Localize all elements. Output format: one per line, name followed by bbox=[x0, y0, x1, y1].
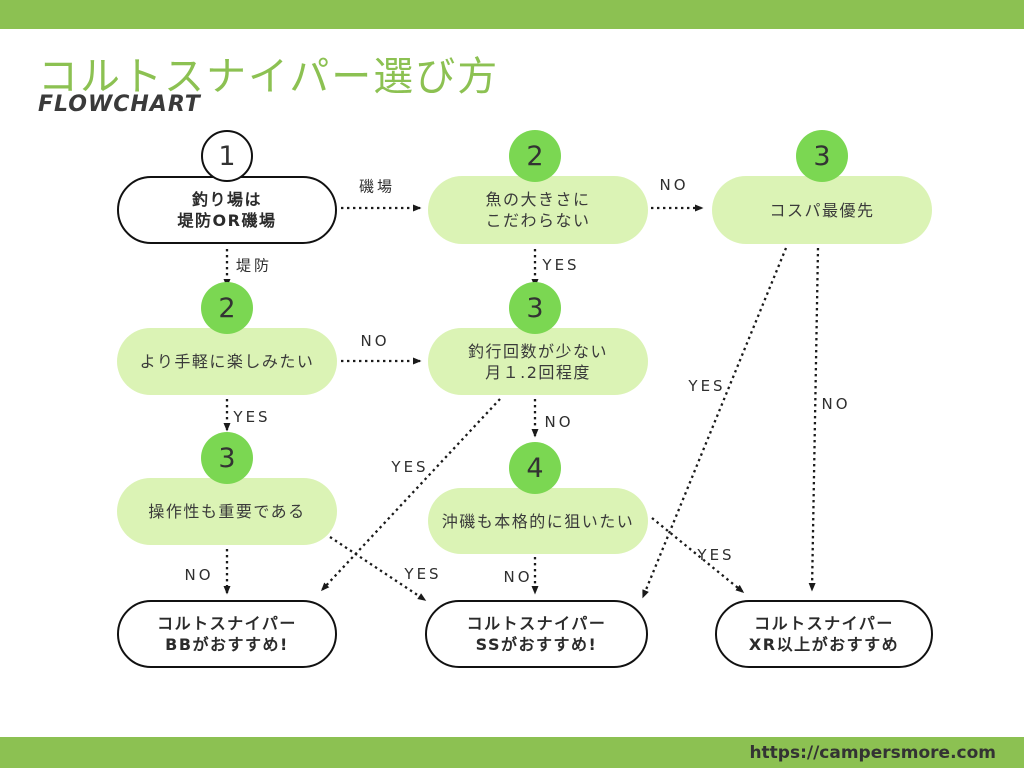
edge-label-no-2: NO bbox=[360, 332, 390, 350]
node-text-line: 沖磯も本格的に狙いたい bbox=[441, 511, 635, 531]
edge-label-yes-2: YES bbox=[233, 408, 271, 426]
edge-label-yes-3: YES bbox=[391, 458, 429, 476]
node-text-line: SSがおすすめ! bbox=[475, 635, 598, 654]
node-text-line: 操作性も重要である bbox=[148, 502, 306, 521]
node-text-line: 釣り場は bbox=[191, 190, 262, 209]
node-text-line: 釣行回数が少ない bbox=[467, 341, 608, 361]
edge-q6-r2 bbox=[329, 536, 427, 601]
edge-q3-r2 bbox=[641, 247, 788, 599]
edge-label-yes-6: YES bbox=[688, 377, 726, 395]
edge-q7-r3 bbox=[651, 517, 745, 593]
page-subtitle: FLOWCHART bbox=[38, 92, 201, 117]
step-badge-5: 3 bbox=[509, 282, 561, 334]
edge-label-teibou: 堤防 bbox=[235, 256, 273, 275]
node-text-line: XR以上がおすすめ bbox=[748, 635, 900, 654]
node-operability: 操作性も重要である bbox=[117, 478, 337, 545]
step-badge-7: 4 bbox=[509, 442, 561, 494]
edge-label-yes-5: YES bbox=[697, 546, 735, 564]
top-accent-bar bbox=[0, 0, 1024, 29]
page-title: コルトスナイパー選び方 bbox=[38, 54, 500, 100]
node-text-line: コルトスナイパー bbox=[466, 614, 607, 633]
edge-q3-r3 bbox=[808, 247, 820, 592]
edge-label-no-5: NO bbox=[503, 568, 533, 586]
node-text-line: より手軽に楽しみたい bbox=[139, 352, 315, 371]
node-text-line: 堤防OR磯場 bbox=[177, 211, 277, 230]
node-text-line: コルトスナイパー bbox=[157, 614, 297, 633]
node-text-line: こだわらない bbox=[485, 211, 591, 230]
node-text-line: コスパ最優先 bbox=[769, 200, 875, 220]
step-badge-3: 3 bbox=[796, 130, 848, 182]
edge-label-yes-4: YES bbox=[404, 565, 442, 583]
node-text-line: 月１.2回程度 bbox=[485, 362, 591, 382]
edge-label-no-4: NO bbox=[184, 566, 214, 584]
bottom-accent-bar: https://campersmore.com bbox=[0, 737, 1024, 768]
node-fish-size: 魚の大きさに こだわらない bbox=[428, 176, 648, 244]
node-fishing-spot: 釣り場は 堤防OR磯場 bbox=[117, 176, 337, 244]
step-badge-1: 1 bbox=[201, 130, 253, 182]
node-text-line: BBがおすすめ! bbox=[165, 635, 289, 654]
edge-label-no-6: NO bbox=[821, 395, 851, 413]
footer-url: https://campersmore.com bbox=[749, 742, 996, 763]
edge-label-yes-1: YES bbox=[542, 256, 580, 274]
step-badge-2: 2 bbox=[509, 130, 561, 182]
edge-label-isoba: 磯場 bbox=[358, 177, 396, 196]
node-result-ss: コルトスナイパー SSがおすすめ! bbox=[425, 600, 648, 668]
edge-label-no-3: NO bbox=[544, 413, 574, 431]
node-result-bb: コルトスナイパー BBがおすすめ! bbox=[117, 600, 337, 668]
node-result-xr: コルトスナイパー XR以上がおすすめ bbox=[715, 600, 933, 668]
node-text-line: 魚の大きさに bbox=[485, 190, 591, 209]
node-offshore: 沖磯も本格的に狙いたい bbox=[428, 488, 648, 554]
node-casual-fun: より手軽に楽しみたい bbox=[117, 328, 337, 395]
step-badge-6: 3 bbox=[201, 432, 253, 484]
edge-label-no-1: NO bbox=[659, 176, 689, 194]
node-trip-frequency: 釣行回数が少ない 月１.2回程度 bbox=[428, 328, 648, 395]
edge-q5-r1 bbox=[320, 398, 501, 592]
node-cost-priority: コスパ最優先 bbox=[712, 176, 932, 244]
step-badge-4: 2 bbox=[201, 282, 253, 334]
node-text-line: コルトスナイパー bbox=[754, 614, 894, 633]
